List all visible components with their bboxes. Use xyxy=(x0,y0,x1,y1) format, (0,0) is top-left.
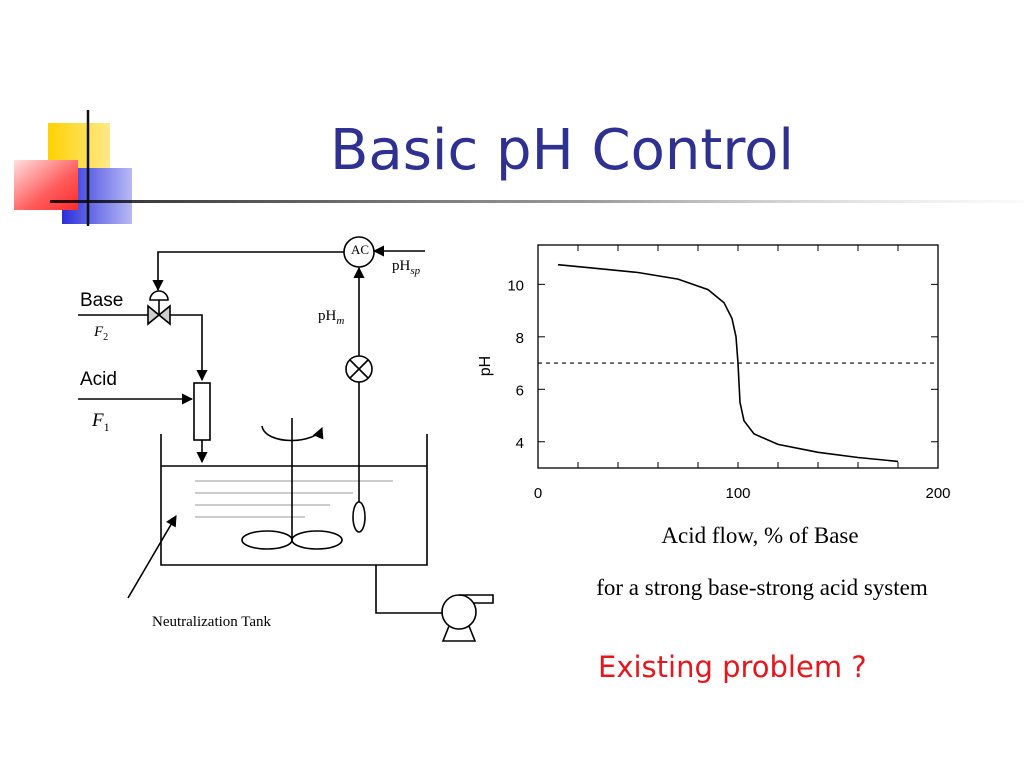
y-axis-label: pH xyxy=(477,356,494,376)
agitator-rotation-arrow xyxy=(261,425,324,442)
pump-discharge xyxy=(459,594,494,604)
base-flow-label: F2 xyxy=(94,324,109,343)
existing-problem-text: Existing problem ? xyxy=(598,650,867,684)
tank-outlet-pipe xyxy=(375,565,443,614)
agitator-blade-right xyxy=(291,530,343,550)
y-tick-label: 6 xyxy=(516,382,524,399)
x-tick-label: 100 xyxy=(725,485,750,502)
slide-title: Basic pH Control xyxy=(330,118,794,183)
chart-caption-line1: Acid flow, % of Base xyxy=(661,523,859,548)
chart-caption-line2: for a strong base-strong acid system xyxy=(596,575,928,600)
tank-walls xyxy=(160,434,428,566)
ph-series-line xyxy=(557,263,899,463)
measured-ph-label: pHm xyxy=(318,308,345,327)
tank-label-pointer xyxy=(127,515,177,599)
title-underline xyxy=(50,200,1024,203)
controller-label: AC xyxy=(350,242,370,257)
y-tick-label: 10 xyxy=(507,277,524,294)
setpoint-label: pHsp xyxy=(392,258,421,277)
tank-label: Neutralization Tank xyxy=(152,614,272,630)
x-tick-label: 0 xyxy=(534,485,542,502)
corner-accent xyxy=(14,110,1024,226)
y-tick-label: 8 xyxy=(516,330,524,347)
y-tick-label: 4 xyxy=(516,435,524,452)
acid-label: Acid xyxy=(80,369,117,390)
controller-output-line xyxy=(152,251,344,292)
x-tick-label: 200 xyxy=(925,485,950,502)
valve-actuator xyxy=(149,290,169,301)
acid-flow-label: F1 xyxy=(92,410,110,434)
base-flow-line-right xyxy=(170,314,208,382)
base-label: Base xyxy=(80,290,124,311)
pump-base xyxy=(441,625,477,642)
